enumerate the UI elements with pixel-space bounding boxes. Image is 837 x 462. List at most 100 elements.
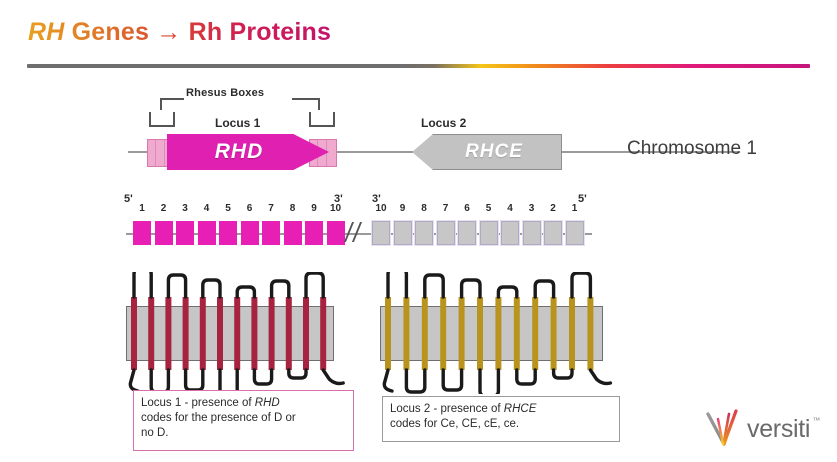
transmembrane-helix — [303, 297, 309, 370]
transmembrane-helix — [251, 297, 258, 370]
caption-locus-1: Locus 1 - presence of RHD codes for the … — [133, 390, 354, 451]
exon-number-rhce-5: 5 — [485, 203, 492, 214]
exon-box-rhce-9 — [393, 221, 412, 245]
exon-box-rhce-3 — [522, 221, 541, 245]
transmembrane-helix — [217, 297, 223, 370]
protein-loop — [551, 368, 574, 380]
transmembrane-helix — [569, 297, 575, 370]
protein-loop — [132, 272, 153, 299]
exon-number-rhd-7: 7 — [268, 203, 274, 214]
gene-rhce-label: RHCE — [465, 141, 523, 162]
chromosome-1-label: Chromosome 1 — [627, 138, 757, 159]
transmembrane-helix — [199, 297, 206, 370]
exon-number-rhce-10: 10 — [375, 203, 387, 214]
locus-2-label: Locus 2 — [421, 116, 467, 130]
exon-number-rhce-1: 1 — [571, 203, 578, 214]
rhesus-box-stripe — [155, 140, 156, 166]
transmembrane-helix — [587, 297, 594, 370]
protein-diagram-rhd — [128, 272, 345, 394]
exon-number-rhd-2: 2 — [160, 203, 167, 214]
exon-number-rhce-4: 4 — [507, 203, 513, 214]
transmembrane-helix — [403, 297, 410, 370]
exon-backbone-line — [126, 233, 592, 235]
exon-number-rhce-3: 3 — [528, 203, 535, 214]
prime-label-3-right: 3' — [372, 193, 381, 205]
exon-number-rhd-10: 10 — [329, 203, 342, 214]
transmembrane-helix — [285, 297, 292, 370]
protein-diagram-rhce — [382, 272, 613, 394]
protein-loop — [149, 368, 171, 394]
rhesus-bracket-left-tick — [160, 98, 162, 110]
exon-number-rhd-3: 3 — [182, 203, 188, 214]
caption-2-gene: RHCE — [503, 403, 537, 415]
rhesus-box-stripe — [164, 140, 165, 166]
protein-loop — [441, 368, 464, 392]
page-title-rest: Genes → Rh Proteins — [64, 18, 332, 46]
exon-box-rhd-8 — [283, 221, 302, 245]
versiti-wordmark: versiti — [747, 414, 811, 443]
transmembrane-helix — [320, 297, 327, 370]
caption-2-line1-pre: Locus 2 - presence of — [390, 403, 504, 415]
protein-loop — [459, 278, 482, 299]
protein-loop — [423, 273, 445, 299]
protein-loop — [386, 272, 409, 299]
rhesus-bracket-left-arm — [160, 98, 184, 100]
page-title-italic: RH — [28, 18, 65, 46]
protein-loop — [515, 368, 537, 386]
transmembrane-helix — [165, 297, 172, 370]
exon-number-rhd-1: 1 — [139, 203, 145, 214]
transmembrane-helix — [550, 297, 557, 370]
exon-number-rhce-7: 7 — [442, 203, 449, 214]
prime-label-5-left: 5' — [124, 193, 133, 205]
exon-box-rhce-8 — [415, 221, 433, 245]
protein-loop — [533, 279, 556, 299]
rhesus-bracket-right-arm — [292, 98, 320, 100]
exon-number-rhd-5: 5 — [225, 203, 231, 214]
membrane-band-left — [126, 306, 334, 361]
transmembrane-helix — [385, 297, 391, 370]
protein-loop — [166, 273, 188, 299]
exon-box-rhd-1 — [133, 221, 151, 245]
gene-arrow-rhce: RHCE — [412, 134, 562, 170]
title-divider — [27, 64, 810, 68]
protein-loop — [304, 272, 325, 299]
exon-number-rhce-6: 6 — [464, 203, 470, 214]
exon-number-rhce-8: 8 — [421, 203, 427, 214]
exon-box-rhd-9 — [305, 221, 323, 245]
rhesus-boxes-label: Rhesus Boxes — [186, 87, 265, 99]
transmembrane-helix — [458, 297, 465, 370]
exon-number-rhce-9: 9 — [399, 203, 406, 214]
exon-box-rhd-10 — [326, 221, 345, 245]
caption-1-gene: RHD — [254, 397, 280, 409]
page-title: RH Genes → Rh Proteins — [28, 18, 331, 47]
protein-loop — [287, 368, 308, 380]
transmembrane-helix — [131, 297, 137, 370]
protein-loop — [496, 285, 519, 299]
exon-box-rhd-6 — [240, 221, 259, 245]
exon-number-rhd-9: 9 — [311, 203, 317, 214]
transmembrane-helix — [513, 297, 520, 370]
transmembrane-helix — [421, 297, 428, 370]
caption-1-line1-pre: Locus 1 - presence of — [141, 397, 255, 409]
exon-number-rhd-6: 6 — [246, 203, 253, 214]
protein-c-terminus — [321, 368, 345, 386]
transmembrane-helix — [495, 297, 502, 370]
caption-1-line2: codes for the presence of D or — [141, 412, 296, 425]
protein-loop — [269, 279, 291, 299]
caption-2-line2: codes for Ce, CE, cE, ce. — [390, 418, 520, 431]
caption-locus-2: Locus 2 - presence of RHCE codes for Ce,… — [382, 396, 620, 442]
exon-box-rhce-10 — [372, 221, 390, 245]
protein-loop — [404, 368, 427, 394]
transmembrane-helix — [182, 297, 189, 370]
protein-loop — [235, 285, 257, 299]
exon-box-rhce-6 — [458, 221, 476, 245]
exon-box-rhd-2 — [154, 221, 173, 245]
exon-number-rhd-8: 8 — [289, 203, 296, 214]
exon-box-rhce-7 — [436, 221, 455, 245]
rhesus-inner-bracket-left — [149, 112, 175, 127]
exon-box-rhd-4 — [197, 221, 216, 245]
rhesus-bracket-right-tick — [318, 98, 320, 110]
exon-box-rhd-5 — [219, 221, 237, 245]
gene-rhd-label: RHD — [214, 140, 264, 163]
versiti-v-mark-icon — [706, 409, 738, 446]
